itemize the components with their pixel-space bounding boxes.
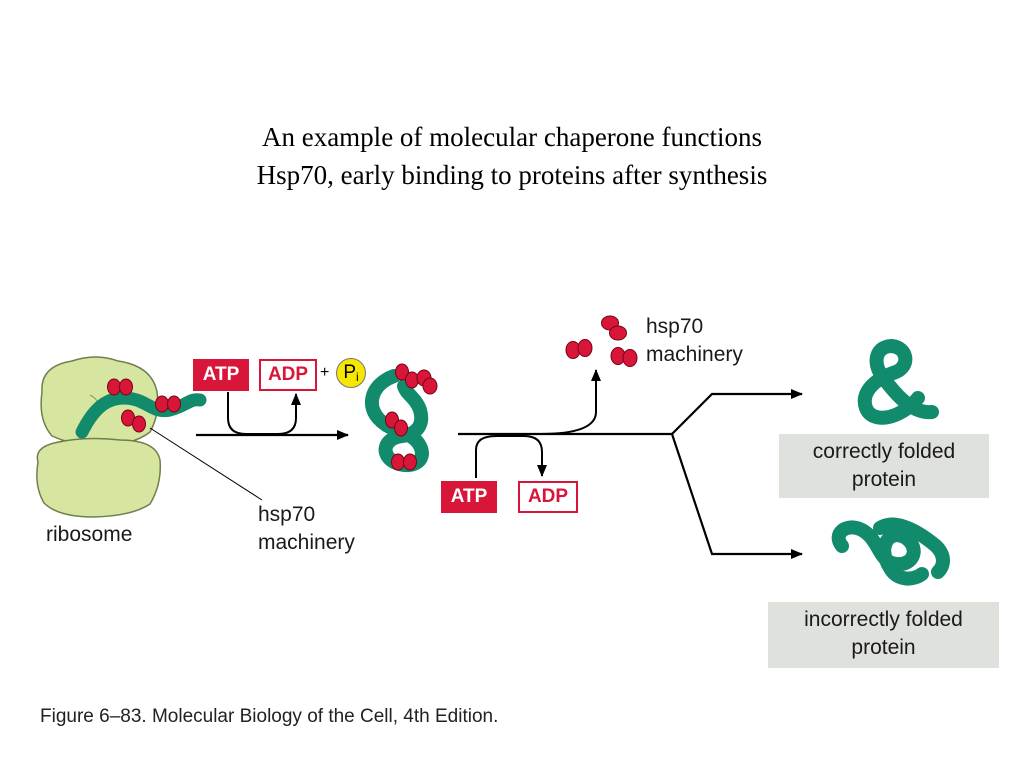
correctly-folded-line1: correctly folded: [812, 440, 956, 463]
incorrectly-folded-line1: incorrectly folded: [804, 608, 963, 631]
hsp70-pointer-line: [149, 427, 263, 501]
hsp70-release-arrow: [539, 369, 601, 435]
hsp70-on-nascent-chain: [107, 378, 181, 433]
hsp70-label-top-line1: hsp70: [646, 315, 704, 338]
title-line-1: An example of molecular chaperone functi…: [261, 122, 763, 152]
nascent-chain: [75, 391, 207, 439]
hsp70-label-top-line2: machinery: [646, 343, 743, 366]
pi-badge: Pi: [336, 358, 366, 388]
plus-sign: +: [320, 364, 330, 381]
title-line-2: Hsp70, early binding to proteins after s…: [256, 160, 768, 190]
atp-badge-1: ATP: [193, 359, 249, 391]
pi-main: P: [343, 362, 356, 383]
adp-badge-1: ADP: [259, 359, 317, 391]
protein-hsp70-complex: [365, 363, 438, 473]
correctly-folded-protein: [857, 338, 939, 425]
released-hsp70: [565, 315, 638, 367]
correctly-folded-box: correctly folded protein: [779, 434, 989, 498]
correctly-folded-line2: protein: [851, 468, 917, 491]
branch-to-correct: [671, 389, 803, 435]
ribosome-label: ribosome: [46, 523, 133, 546]
pi-sub: i: [356, 370, 359, 384]
adp-badge-2: ADP: [518, 481, 578, 513]
incorrectly-folded-box: incorrectly folded protein: [768, 602, 999, 668]
atp-adp-arrow-1: [227, 392, 301, 435]
incorrectly-folded-line2: protein: [851, 636, 916, 659]
atp-adp-arrow-2: [475, 435, 547, 478]
hsp70-label-left-line2: machinery: [258, 531, 355, 554]
figure-caption: Figure 6–83. Molecular Biology of the Ce…: [40, 706, 499, 727]
slide-title: An example of molecular chaperone functi…: [0, 118, 1024, 194]
branch-to-incorrect: [670, 433, 803, 559]
incorrectly-folded-protein: [831, 517, 950, 586]
hsp70-label-left-line1: hsp70: [258, 503, 316, 526]
ribosome-graphic: [36, 356, 162, 518]
atp-badge-2: ATP: [441, 481, 497, 513]
